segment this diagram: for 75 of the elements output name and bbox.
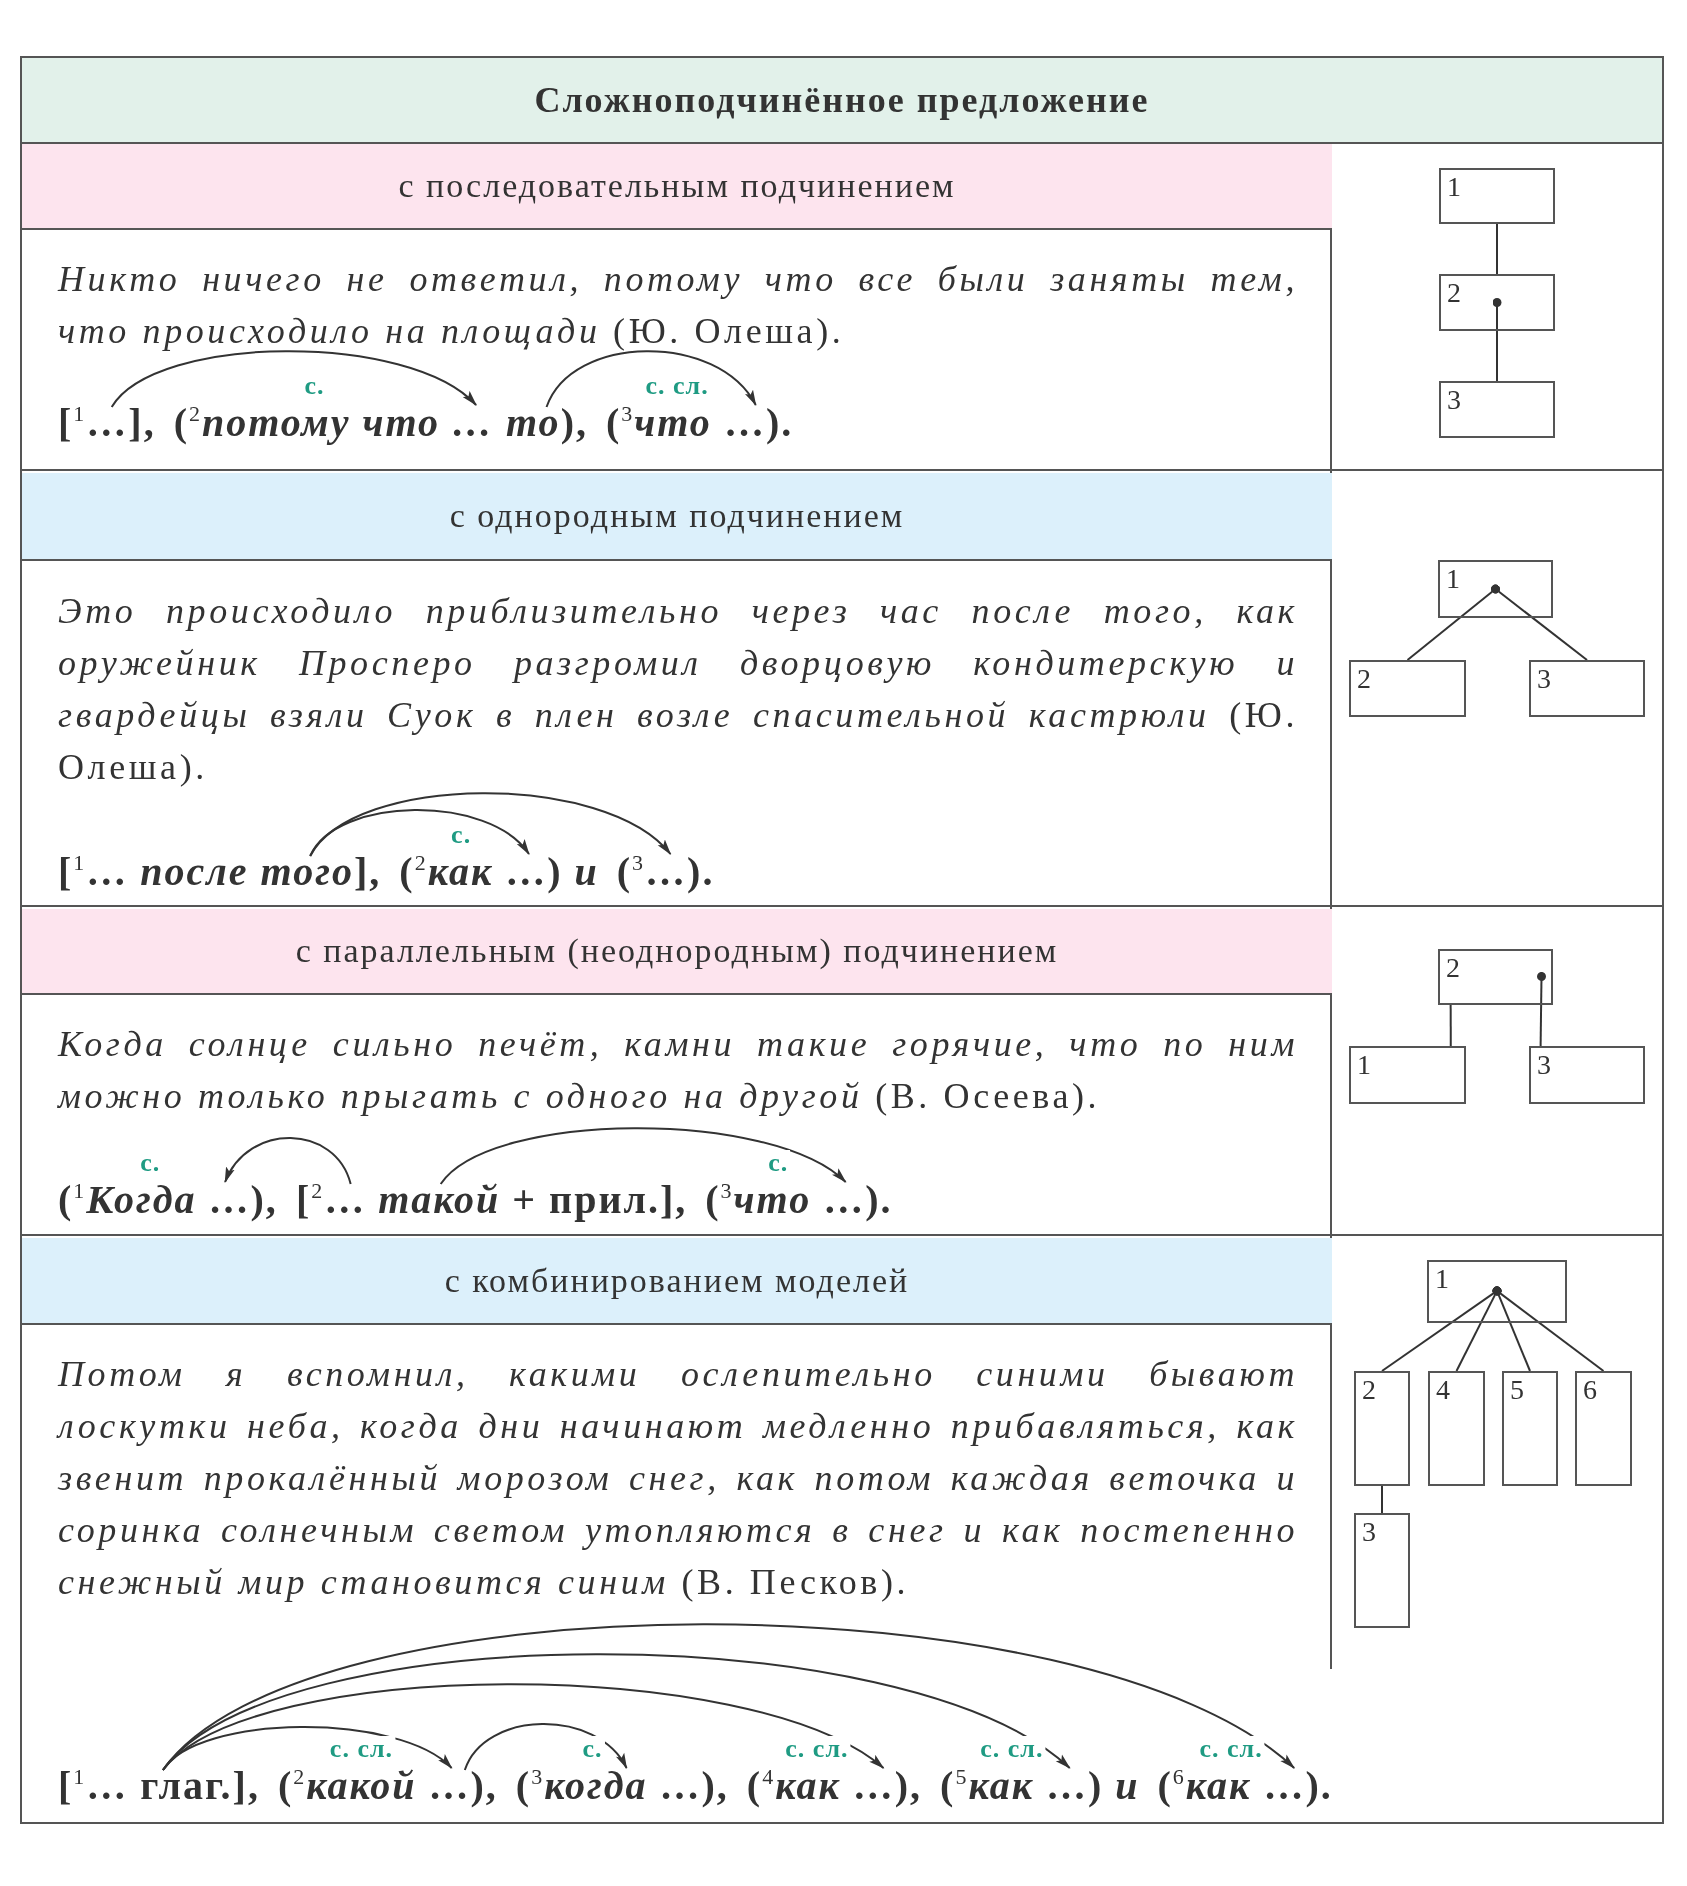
connector-line [1496,223,1498,275]
title-text: Сложноподчинённое предложение [534,79,1150,121]
section-header-band [22,909,1332,995]
clause-box [1438,560,1553,618]
example-sentence: Никто ничего не ответил, потому что все были заняты тем, что происходило на площади (Ю. Олеша). [58,258,1298,353]
arc-arrow [110,350,478,408]
clause-notation: ($^{6}$как …). [1157,1766,1333,1806]
section-header-band [22,144,1332,230]
clause-box [1575,1371,1632,1486]
arc-arrow [224,1137,352,1185]
clause-number: 2 [1446,953,1460,984]
clause-notation: [$^{1}$… после того], [58,852,382,892]
clause-number: 3 [1447,385,1461,416]
clause-box [1439,381,1555,438]
arc-arrow [545,350,757,408]
clause-notation: ($^{1}$Когда …), [58,1180,278,1220]
clause-number: 4 [1436,1375,1450,1406]
clause-number: 2 [1357,664,1371,695]
clause-number: 3 [1537,1050,1551,1081]
clause-box [1349,660,1466,717]
clause-number: 1 [1447,172,1461,203]
clause-box [1439,168,1555,224]
section-header-band [22,1238,1332,1325]
clause-notation: ($^{5}$как …) и [940,1766,1140,1806]
clause-notation: ($^{3}$…). [616,852,715,892]
section-heading: с комбинированием моделей [444,1261,910,1300]
clause-box [1427,1260,1567,1323]
clause-number: 6 [1583,1375,1597,1406]
arc-arrow [162,1623,1296,1771]
clause-number: 3 [1537,664,1551,695]
connector-line [1449,1004,1452,1047]
example-sentence: Это происходило приблизительно через час после того, как оружейник Просперо разгромил дворцовую кондитерскую и гвардейцы взяли Суок в плен возле спасительной кастрюли (Ю. Олеша). [58,590,1298,789]
clause-number: 1 [1357,1050,1371,1081]
connector-line [1492,298,1502,382]
clause-box [1428,1371,1485,1486]
arc-arrow [463,1723,628,1771]
example-sentence: Когда солнце сильно печёт, камни такие горячие, что по ним можно только прыгать с одного на другой (В. Осеева). [58,1023,1298,1118]
clause-number: 1 [1446,564,1460,595]
clause-box [1349,1046,1466,1104]
clause-notation: ($^{4}$как …), [746,1766,923,1806]
clause-notation: ($^{2}$как …) и [399,852,599,892]
section-header-band [22,473,1332,561]
clause-notation: [$^{2}$… такой + прил.], [295,1180,688,1220]
connector-line [1381,1485,1383,1514]
clause-number: 3 [1362,1517,1376,1548]
clause-notation: [$^{1}$…], [58,403,156,443]
connector-line [1491,584,1588,661]
clause-box [1354,1513,1410,1628]
arc-arrow [162,1683,885,1771]
title-band [22,58,1662,144]
section-heading: с последовательным подчинением [398,167,956,205]
clause-notation: ($^{3}$когда …), [515,1766,729,1806]
clause-notation: [$^{1}$… глаг.], [58,1766,260,1806]
clause-box [1354,1371,1410,1486]
clause-notation: ($^{2}$потому что … то), [173,403,588,443]
clause-notation: ($^{3}$что …). [705,1180,893,1220]
arc-arrow [309,792,672,857]
clause-number: 1 [1435,1264,1449,1295]
clause-number: 2 [1447,278,1461,309]
clause-notation: ($^{2}$какой …), [277,1766,498,1806]
connector-line [1492,1286,1605,1372]
arc-arrow [439,1127,847,1185]
clause-box [1529,660,1645,717]
clause-box [1438,949,1553,1005]
clause-box [1439,274,1555,331]
section-heading: с однородным подчинением [449,497,905,535]
arc-arrow [309,809,530,857]
connector-line [1537,971,1546,1047]
section-heading: с параллельным (неоднородным) подчинением [295,932,1059,970]
clause-notation: ($^{3}$что …). [605,403,794,443]
clause-box [1529,1046,1645,1104]
clause-box [1502,1371,1558,1486]
clause-number: 2 [1362,1375,1376,1406]
example-sentence: Потом я вспомнил, какими ослепительно синими бывают лоскутки неба, когда дни начинают медленно прибавляться, как звенит прокалённый морозом снег, как потом каждая веточка и соринка солнечным светом утопляются в снег и как постепенно снежный мир становится синим (В. Песков). [58,1353,1298,1604]
clause-number: 5 [1510,1375,1524,1406]
